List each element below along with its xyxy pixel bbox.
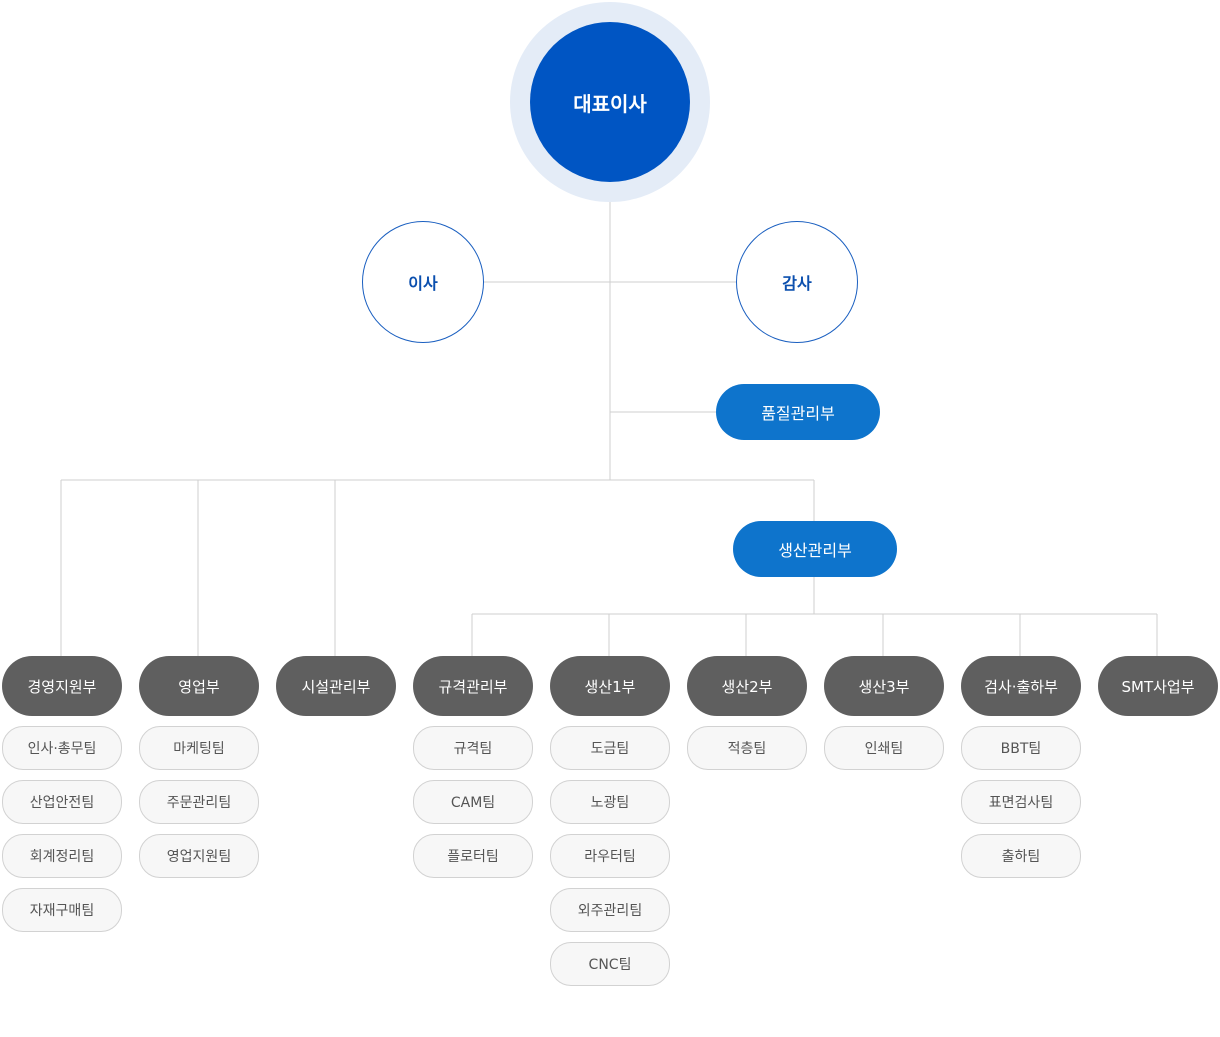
team-node: 주문관리팀 — [139, 780, 259, 824]
team-node: 자재구매팀 — [2, 888, 122, 932]
dept-node-5: 생산1부 — [550, 656, 670, 716]
team-node: BBT팀 — [961, 726, 1081, 770]
dept-node-6: 생산2부 — [687, 656, 807, 716]
dept-node-3: 시설관리부 — [276, 656, 396, 716]
team-node: 표면검사팀 — [961, 780, 1081, 824]
team-node: CAM팀 — [413, 780, 533, 824]
team-node: 노광팀 — [550, 780, 670, 824]
director-node: 이사 — [362, 221, 484, 343]
team-node: 외주관리팀 — [550, 888, 670, 932]
quality-dept-node: 품질관리부 — [716, 384, 880, 440]
team-node: 영업지원팀 — [139, 834, 259, 878]
dept-node-9: SMT사업부 — [1098, 656, 1218, 716]
team-node: 라우터팀 — [550, 834, 670, 878]
team-node: 규격팀 — [413, 726, 533, 770]
team-node: 출하팀 — [961, 834, 1081, 878]
team-node: 플로터팀 — [413, 834, 533, 878]
team-node: CNC팀 — [550, 942, 670, 986]
team-node: 적층팀 — [687, 726, 807, 770]
team-node: 인쇄팀 — [824, 726, 944, 770]
dept-node-1: 경영지원부 — [2, 656, 122, 716]
team-node: 산업안전팀 — [2, 780, 122, 824]
team-node: 도금팀 — [550, 726, 670, 770]
ceo-node: 대표이사 — [530, 22, 690, 182]
auditor-node: 감사 — [736, 221, 858, 343]
team-node: 회계정리팀 — [2, 834, 122, 878]
team-node: 인사·총무팀 — [2, 726, 122, 770]
dept-node-8: 검사·출하부 — [961, 656, 1081, 716]
dept-node-2: 영업부 — [139, 656, 259, 716]
production-mgmt-node: 생산관리부 — [733, 521, 897, 577]
team-node: 마케팅팀 — [139, 726, 259, 770]
dept-node-4: 규격관리부 — [413, 656, 533, 716]
dept-node-7: 생산3부 — [824, 656, 944, 716]
